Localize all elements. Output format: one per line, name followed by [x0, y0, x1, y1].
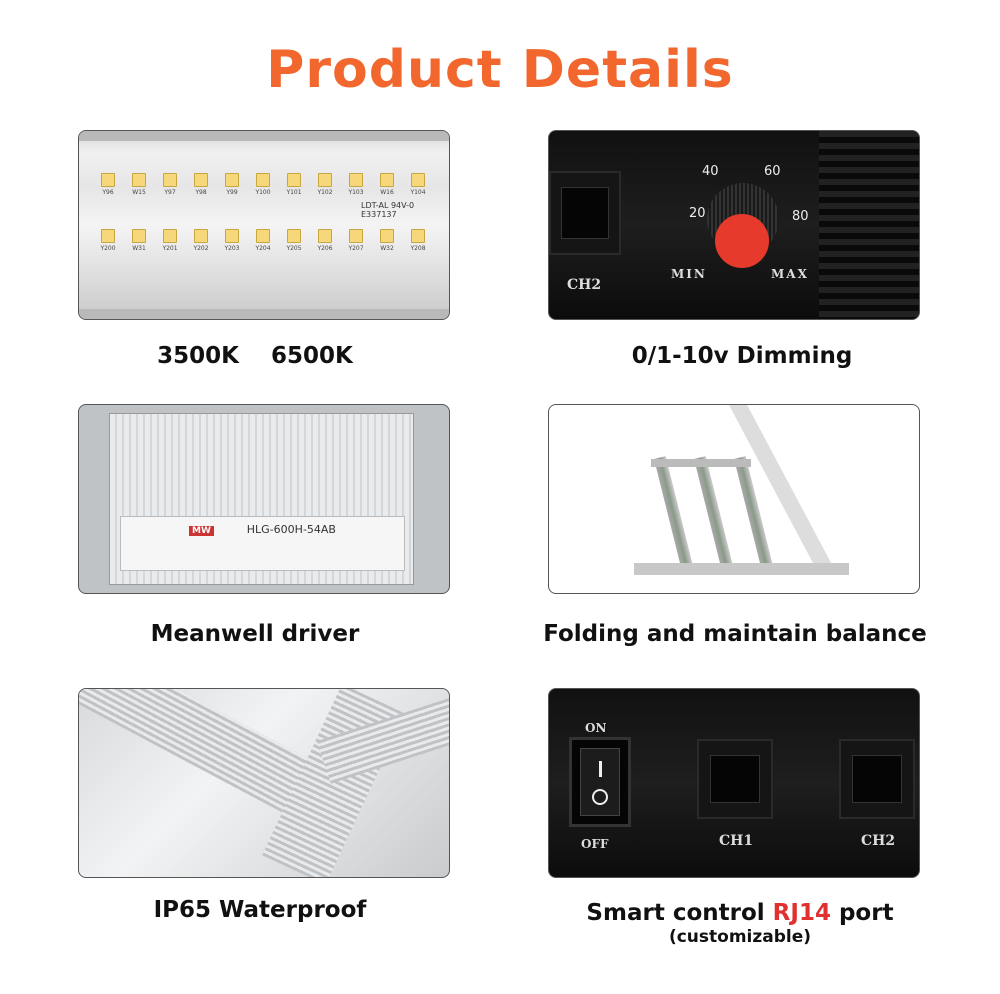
dimmer-image: CH2 20 40 60 80 MIN MAX: [548, 130, 920, 320]
heatsink-fins: [819, 131, 919, 319]
led-chip: W16: [376, 173, 398, 196]
driver-box: MW HLG-600H-54AB: [109, 413, 414, 585]
driver-label-plate: MW HLG-600H-54AB: [120, 516, 405, 571]
port-label: CH2: [567, 277, 602, 293]
caption-waterproof: IP65 Waterproof: [153, 897, 367, 923]
rail: [79, 131, 449, 141]
brand-logo: MW: [189, 526, 214, 536]
led-chip: Y102: [314, 173, 336, 196]
board-marking: LDT-AL 94V-0 E337137: [361, 201, 414, 219]
frame-rail: [634, 563, 849, 575]
caption-driver: Meanwell driver: [150, 621, 360, 647]
control-ports-image: ON OFF CH1 CH2: [548, 688, 920, 878]
scale-label: 60: [764, 164, 781, 179]
power-switch: [569, 737, 631, 827]
led-row-bottom: Y200 W31 Y201 Y202 Y203 Y204 Y205 Y206 Y207 W32 Y2…: [97, 229, 429, 252]
led-chip: Y200: [97, 229, 119, 252]
led-chip: Y205: [283, 229, 305, 252]
rj-port: [549, 171, 621, 255]
led-chip: Y204: [252, 229, 274, 252]
page-title: Product Details: [266, 40, 734, 100]
marking-text: E337137: [361, 210, 397, 219]
led-chip: Y207: [345, 229, 367, 252]
caption-highlight: RJ14: [772, 900, 831, 926]
off-label: OFF: [581, 837, 609, 851]
rail: [79, 309, 449, 319]
led-chip: Y202: [190, 229, 212, 252]
led-chip: Y201: [159, 229, 181, 252]
knob-cap: [715, 214, 769, 268]
max-label: MAX: [771, 267, 809, 281]
ch1-label: CH1: [719, 833, 754, 849]
caption-spectrum: 3500K 6500K: [157, 343, 353, 369]
led-chip: W15: [128, 173, 150, 196]
scale-label: 20: [689, 206, 706, 221]
led-chip: Y101: [283, 173, 305, 196]
led-chip: Y99: [221, 173, 243, 196]
led-chip: Y100: [252, 173, 274, 196]
folding-image: [548, 404, 920, 594]
on-label: ON: [585, 721, 607, 735]
led-row-top: Y96 W15 Y97 Y98 Y99 Y100 Y101 Y102 Y103 W16 Y104: [97, 173, 429, 196]
led-chip: Y103: [345, 173, 367, 196]
caption-folding: Folding and maintain balance: [543, 621, 927, 647]
scale-label: 40: [702, 164, 719, 179]
led-chip: Y97: [159, 173, 181, 196]
led-chip: W32: [376, 229, 398, 252]
rj14-port-ch2: [839, 739, 915, 819]
led-chip: Y208: [407, 229, 429, 252]
ch2-label: CH2: [861, 833, 896, 849]
rj14-port-ch1: [697, 739, 773, 819]
led-spectrum-image: Y96 W15 Y97 Y98 Y99 Y100 Y101 Y102 Y103 W16 Y104 Y…: [78, 130, 450, 320]
led-chip: Y203: [221, 229, 243, 252]
min-label: MIN: [671, 267, 707, 281]
waterproof-image: [78, 688, 450, 878]
light-bar: [654, 456, 693, 566]
caption-subtext: (customizable): [668, 927, 812, 947]
caption-text: Smart control: [586, 900, 773, 926]
scale-label: 80: [792, 209, 809, 224]
led-chip: Y104: [407, 173, 429, 196]
caption-dimming: 0/1-10v Dimming: [631, 343, 853, 369]
led-chip: W31: [128, 229, 150, 252]
driver-image: MW HLG-600H-54AB: [78, 404, 450, 594]
led-chip: Y96: [97, 173, 119, 196]
wet-bar: [79, 689, 318, 817]
caption-control: Smart control RJ14 port (customizable): [510, 899, 970, 947]
frame-rail: [651, 459, 751, 467]
led-chip: Y98: [190, 173, 212, 196]
light-bar: [694, 456, 733, 566]
led-chip: Y206: [314, 229, 336, 252]
driver-model: HLG-600H-54AB: [246, 523, 336, 536]
caption-text: port: [830, 900, 894, 926]
marking-text: LDT-AL 94V-0: [361, 201, 415, 210]
